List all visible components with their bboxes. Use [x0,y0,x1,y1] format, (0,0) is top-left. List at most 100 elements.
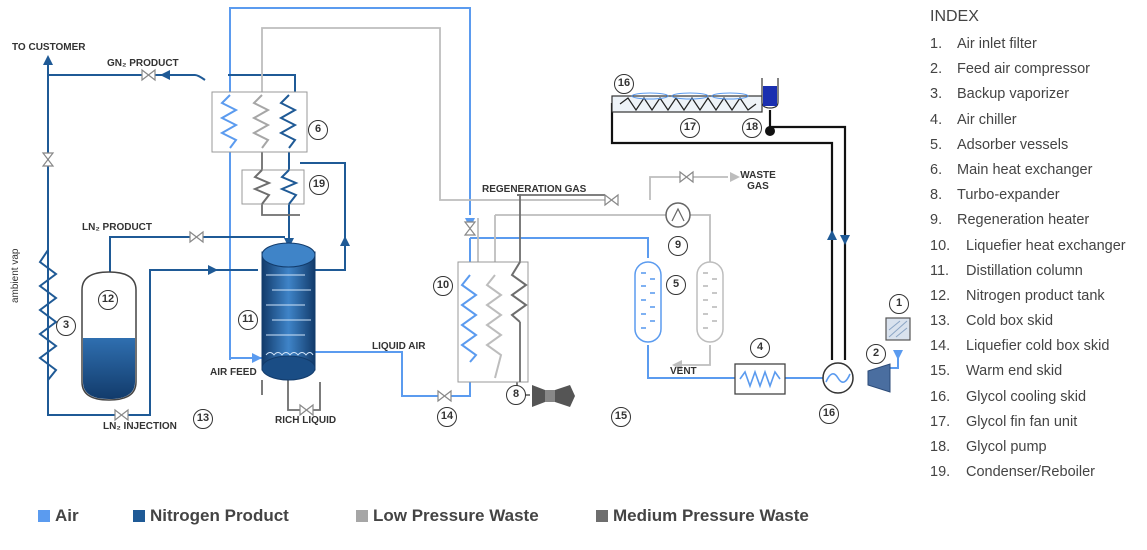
callout-16-glycol: 16 [614,74,634,94]
callout-3: 3 [56,316,76,336]
callout-16: 16 [819,404,839,424]
legend-item: Medium Pressure Waste [596,506,809,526]
air-lines [229,7,899,397]
callout-14: 14 [437,407,457,427]
index-item-text: Regeneration heater [957,212,1090,229]
index-item: 15.Warm end skid [930,359,1145,384]
legend-swatch [133,510,145,522]
index-item-text: Cold box skid [966,313,1054,330]
callout-2: 2 [866,344,886,364]
index-item: 3. Backup vaporizer [930,82,1145,107]
regeneration-heater [665,202,691,228]
index-item-text: Glycol pump [966,439,1047,455]
legend-swatch [356,510,368,522]
index-list: 1.Air inlet filter 2. Feed air compressor 3… [930,32,1145,485]
liquid-air-label: LIQUID AIR [372,341,426,352]
index-item-number: 12. [930,287,951,304]
index-item-text: Feed air compressor [957,61,1090,78]
index-item-number: 13. [930,313,951,330]
callout-9: 9 [668,236,688,256]
index-item-text: Liquefier cold box skid [966,338,1110,355]
callout-1: 1 [889,294,909,314]
main-heat-exchanger [211,91,308,153]
turbo-expander [532,385,575,407]
callout-15: 15 [611,407,631,427]
valves [41,68,694,422]
index-item-number: 9. [930,212,943,229]
index-item-text: Glycol fin fan unit [966,413,1078,430]
legend-swatch [596,510,608,522]
nitrogen-tank [81,271,137,401]
index-item-number: 16. [930,388,951,405]
index-title: INDEX [930,8,979,25]
index-item-number: 8. [930,187,943,204]
callout-17: 17 [680,118,700,138]
index-item: 1.Air inlet filter [930,32,1145,57]
legend-item: Nitrogen Product [133,506,289,526]
index-item: 19.Condenser/Reboiler [930,460,1145,485]
flow-arrows [43,55,903,370]
distillation-column [261,242,316,381]
vent-label: VENT [670,366,697,377]
callout-10: 10 [433,276,453,296]
index-item-number: 4. [930,111,943,128]
index-item: 16. Glycol cooling skid [930,385,1145,410]
air-feed-label: AIR FEED [210,367,257,378]
index-item-text: Main heat exchanger [957,161,1093,178]
index-item-text: Turbo-expander [957,187,1060,204]
ln2-product-label: LN₂ PRODUCT [82,222,152,233]
adsorber-vessels [634,261,724,343]
gn2-product-label: GN₂ PRODUCT [107,58,179,69]
index-item: 9. Regeneration heater [930,208,1145,233]
glycol-exchanger [822,362,854,394]
index-item-number: 3. [930,86,943,103]
rich-liquid-label: RICH LIQUID [275,415,337,426]
glycol-lines [610,103,847,360]
index-item: 13. Cold box skid [930,309,1145,334]
index-item-number: 10. [930,237,951,254]
index-item: 11.Distillation column [930,259,1145,284]
index-item-number: 18. [930,439,951,455]
index-item: 14.Liquefier cold box skid [930,334,1145,359]
index-item-number: 2. [930,61,943,78]
index-item-number: 17. [930,413,951,430]
index-item-text: Air inlet filter [957,36,1037,52]
feed-air-compressor [867,363,891,393]
callout-6: 6 [308,120,328,140]
index-item-text: Glycol cooling skid [966,388,1087,405]
air-inlet-filter [885,317,911,341]
callout-11: 11 [238,310,258,330]
callout-19: 19 [309,175,329,195]
air-chiller [734,363,786,395]
waste-gas-label: WASTE GAS [740,170,776,192]
ln2-injection-label: LN₂ INJECTION [103,421,177,432]
callout-8: 8 [506,385,526,405]
callout-4: 4 [750,338,770,358]
glycol-fin-fan [611,92,763,113]
index-item: 17. Glycol fin fan unit [930,410,1145,435]
index-item: 6. Main heat exchanger [930,158,1145,183]
index-item-text: Air chiller [957,111,1017,128]
callout-12: 12 [98,290,118,310]
index-item: 8. Turbo-expander [930,183,1145,208]
index-item: 18. Glycol pump [930,435,1145,460]
backup-vaporizer-coil [38,249,58,381]
index-item-text: Liquefier heat exchanger [966,237,1126,254]
condenser-reboiler [241,169,305,205]
ambient-vap-label: ambient vap [10,248,21,303]
index-item-number: 6. [930,161,943,178]
index-item-number: 11. [930,262,950,279]
index-item-number: 19. [930,464,951,481]
index-item: 2. Feed air compressor [930,57,1145,82]
index-item: 4. Air chiller [930,108,1145,133]
legend-swatch [38,510,50,522]
callout-13: 13 [193,409,213,429]
legend-item: Low Pressure Waste [356,506,539,526]
liquefier-heat-exchanger [457,261,529,383]
legend-item: Air [38,506,79,526]
index-item-number: 5. [930,136,943,153]
index-item-text: Backup vaporizer [957,86,1070,103]
index-item-text: Warm end skid [966,363,1063,380]
legend-label: Air [55,506,79,525]
